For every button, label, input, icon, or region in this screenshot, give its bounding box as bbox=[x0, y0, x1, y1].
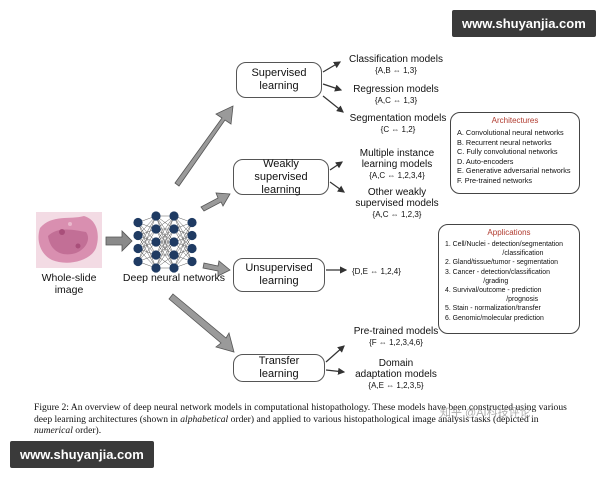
architecture-item: E. Generative adversarial networks bbox=[457, 166, 571, 176]
nn-node bbox=[151, 224, 161, 234]
nn-node bbox=[151, 263, 161, 273]
mil-models: Multiple instance learning models {A,C ⇔… bbox=[342, 148, 452, 181]
architecture-item: A. Convolutional neural networks bbox=[457, 128, 564, 137]
domain-adaptation-code: {A,E ⇔ 1,2,3,5} bbox=[368, 381, 424, 390]
nn-node bbox=[151, 211, 161, 221]
other-weak-models-label: Other weakly supervised models bbox=[355, 187, 439, 209]
unsupervised-learning-box: Unsupervised learning bbox=[233, 258, 325, 292]
nn-node bbox=[187, 230, 197, 241]
nn-edge bbox=[173, 222, 193, 269]
classification-models-label: Classification models bbox=[349, 54, 443, 65]
regression-models-label: Regression models bbox=[353, 84, 439, 95]
arrow-to-weakly bbox=[200, 192, 231, 212]
arrow-to-supervised bbox=[174, 105, 234, 187]
nn-node bbox=[133, 243, 143, 254]
pretrained-models-label: Pre-trained models bbox=[353, 326, 439, 337]
domain-adaptation-label: Domain adaptation models bbox=[355, 358, 437, 380]
caption-part3: order). bbox=[72, 425, 102, 436]
pretrained-models-code: {F ⇔ 1,2,3,4,6} bbox=[369, 338, 423, 347]
regression-models-code: {A,C ⇔ 1,3} bbox=[374, 96, 418, 105]
zhihu-watermark: 知乎 @AI科技评论 bbox=[440, 407, 531, 419]
caption-prefix: Figure 2: bbox=[34, 402, 69, 413]
applications-panel: Applications 1. Cell/Nuclei - detection/… bbox=[438, 224, 580, 334]
nn-node bbox=[133, 230, 143, 241]
applications-title: Applications bbox=[487, 228, 531, 237]
mil-models-code: {A,C ⇔ 1,2,3,4} bbox=[369, 171, 425, 180]
watermark-bottom-left: www.shuyanjia.com bbox=[10, 441, 154, 468]
arrow-to-transfer bbox=[168, 293, 235, 353]
nn-node bbox=[151, 237, 161, 247]
segmentation-models-label: Segmentation models bbox=[349, 113, 447, 124]
nn-node bbox=[169, 211, 179, 221]
architectures-title: Architectures bbox=[491, 116, 539, 125]
nn-edge bbox=[155, 215, 175, 243]
weakly-supervised-box: Weakly supervised learning bbox=[233, 158, 329, 196]
deep-neural-networks-label: Deep neural networks bbox=[122, 272, 226, 284]
nn-edge bbox=[137, 215, 157, 249]
nn-edge bbox=[155, 215, 175, 269]
segmentation-models-code: {C ⇔ 1,2} bbox=[380, 125, 416, 134]
caption-part2: order) and applied to various histopatho… bbox=[228, 413, 539, 425]
domain-adaptation-models: Domain adaptation models {A,E ⇔ 1,2,3,5} bbox=[342, 358, 450, 391]
other-weak-models-code: {A,C ⇔ 1,2,3} bbox=[372, 210, 422, 219]
classification-models-code: {A,B ⇔ 1,3} bbox=[375, 66, 417, 75]
transfer-learning-box: Transfer learning bbox=[233, 354, 325, 382]
nn-edge bbox=[155, 228, 175, 269]
nn-node bbox=[151, 250, 161, 260]
applications-list: 1. Cell/Nuclei - detection/segmentation … bbox=[439, 240, 579, 323]
whole-slide-image-thumbnail bbox=[36, 212, 102, 268]
nn-edge bbox=[137, 228, 157, 262]
arrow-slide-to-dnn bbox=[105, 230, 133, 252]
whole-slide-label: Whole-slide image bbox=[41, 272, 97, 296]
mil-models-label: Multiple instance learning models bbox=[359, 148, 435, 170]
nn-edge bbox=[155, 215, 175, 256]
figure-caption: Figure 2: An overview of deep neural net… bbox=[34, 402, 579, 437]
other-weak-models: Other weakly supervised models {A,C ⇔ 1,… bbox=[342, 187, 452, 220]
nn-edge bbox=[155, 241, 175, 269]
supervised-learning-box: Supervised learning bbox=[236, 62, 322, 98]
architecture-item: D. Auto-encoders bbox=[457, 156, 514, 166]
nn-edge bbox=[173, 235, 193, 269]
nn-node bbox=[169, 237, 179, 247]
application-item: 2. Gland/tissue/tumor - segmentation bbox=[445, 259, 558, 267]
nn-node bbox=[169, 250, 179, 260]
nn-node bbox=[133, 217, 143, 228]
architecture-item: C. Fully convolutional networks bbox=[457, 147, 558, 157]
caption-italic1: alphabetical bbox=[180, 413, 229, 425]
unsupervised-code: {D,E ⇔ 1,2,4} bbox=[352, 267, 401, 276]
segmentation-models: Segmentation models {C ⇔ 1,2} bbox=[344, 113, 452, 135]
application-item: 6. Genomic/molecular prediction bbox=[445, 314, 544, 322]
application-item: 3. Cancer - detection/classification /gr… bbox=[445, 268, 550, 285]
classification-models: Classification models {A,B ⇔ 1,3} bbox=[342, 54, 450, 76]
caption-part1: An overview of deep neural network model… bbox=[34, 402, 567, 425]
regression-models: Regression models {A,C ⇔ 1,3} bbox=[342, 84, 450, 106]
application-item: 4. Survival/outcome - prediction /progno… bbox=[445, 287, 542, 304]
neural-network-icon bbox=[133, 211, 197, 273]
nn-edge bbox=[137, 215, 157, 262]
architectures-panel: Architectures A. Convolutional neural ne… bbox=[450, 112, 580, 194]
arrow-to-unsupervised bbox=[202, 260, 231, 277]
nn-node bbox=[187, 217, 197, 228]
category-to-model-arrows bbox=[322, 61, 348, 375]
nn-node bbox=[187, 243, 197, 254]
architecture-item: B. Recurrent neural networks bbox=[457, 137, 552, 147]
application-item: 5. Stain - normalization/transfer bbox=[445, 305, 541, 313]
nn-edge bbox=[173, 222, 193, 256]
pretrained-models: Pre-trained models {F ⇔ 1,2,3,4,6} bbox=[342, 326, 450, 348]
nn-node bbox=[169, 224, 179, 234]
nn-node bbox=[187, 256, 197, 267]
nn-node bbox=[169, 263, 179, 273]
caption-italic2: numerical bbox=[34, 425, 73, 436]
architecture-item: F. Pre-trained networks bbox=[457, 175, 533, 185]
application-item: 1. Cell/Nuclei - detection/segmentation … bbox=[445, 241, 563, 258]
nn-node bbox=[133, 256, 143, 267]
watermark-top-right: www.shuyanjia.com bbox=[452, 10, 596, 37]
